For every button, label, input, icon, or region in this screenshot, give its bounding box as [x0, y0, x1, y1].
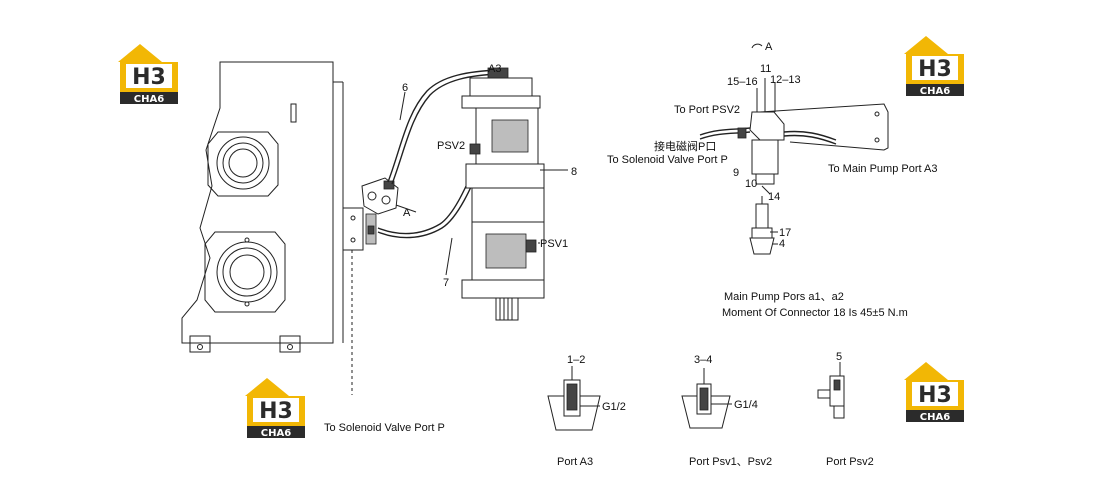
label-1-2: 1–2 — [567, 354, 585, 366]
brand-logo-bottom-left: H3 CHA6 — [245, 378, 305, 439]
label-psv1: PSV1 — [540, 238, 568, 250]
label-17: 17 — [779, 227, 791, 239]
label-to-main-pump: To Main Pump Port A3 — [828, 163, 937, 175]
label-15-16: 15–16 — [727, 76, 758, 88]
label-main-pump-ports: Main Pump Pors a1、a2 — [724, 291, 844, 303]
label-4: 4 — [779, 238, 785, 250]
logo-bottom-text: CHA6 — [920, 86, 950, 97]
label-port-psv2: Port Psv2 — [826, 456, 874, 468]
port-psv-detail — [681, 368, 732, 429]
port-psv2-detail — [817, 362, 845, 419]
label-8: 8 — [571, 166, 577, 178]
label-a3-top: A3 — [488, 63, 501, 75]
logo-top-text: H3 — [918, 57, 952, 82]
logo-bottom-text: CHA6 — [261, 428, 291, 439]
label-cn-solenoid: 接电磁阀P口 — [654, 139, 716, 153]
view-a-assembly — [699, 43, 889, 255]
label-port-psv1-psv2: Port Psv1、Psv2 — [689, 456, 772, 468]
brand-logo-top-right: H3 CHA6 — [904, 36, 964, 97]
label-to-port-psv2: To Port PSV2 — [674, 104, 740, 116]
label-12-13: 12–13 — [770, 74, 801, 86]
label-10: 10 — [745, 178, 757, 190]
label-view-a-top: A — [765, 41, 773, 53]
label-to-solenoid-top: To Solenoid Valve Port P — [607, 154, 728, 166]
label-3-4: 3–4 — [694, 354, 712, 366]
label-psv2: PSV2 — [437, 140, 465, 152]
logo-top-text: H3 — [132, 65, 166, 90]
main-pump — [461, 67, 545, 321]
logo-top-text: H3 — [259, 399, 293, 424]
label-moment: Moment Of Connector 18 Is 45±5 N.m — [722, 307, 908, 319]
label-11: 11 — [760, 63, 771, 75]
label-to-solenoid-bottom: To Solenoid Valve Port P — [324, 422, 445, 434]
label-7: 7 — [443, 277, 449, 289]
logo-top-text: H3 — [918, 383, 952, 408]
brand-logo-top-left: H3 CHA6 — [118, 44, 178, 105]
label-9: 9 — [733, 167, 739, 179]
label-5: 5 — [836, 351, 842, 363]
label-view-a: A — [403, 207, 411, 219]
label-g14: G1/4 — [734, 399, 758, 411]
port-a3-detail — [547, 366, 601, 431]
label-14: 14 — [768, 191, 780, 203]
logo-bottom-text: CHA6 — [134, 94, 164, 105]
engine-housing — [181, 61, 364, 395]
label-port-a3: Port A3 — [557, 456, 593, 468]
logo-bottom-text: CHA6 — [920, 412, 950, 423]
label-6: 6 — [402, 82, 408, 94]
brand-logo-bottom-right: H3 CHA6 — [904, 362, 964, 423]
hose-6 — [387, 69, 501, 185]
label-g12: G1/2 — [602, 401, 626, 413]
solenoid-valve — [361, 177, 399, 245]
